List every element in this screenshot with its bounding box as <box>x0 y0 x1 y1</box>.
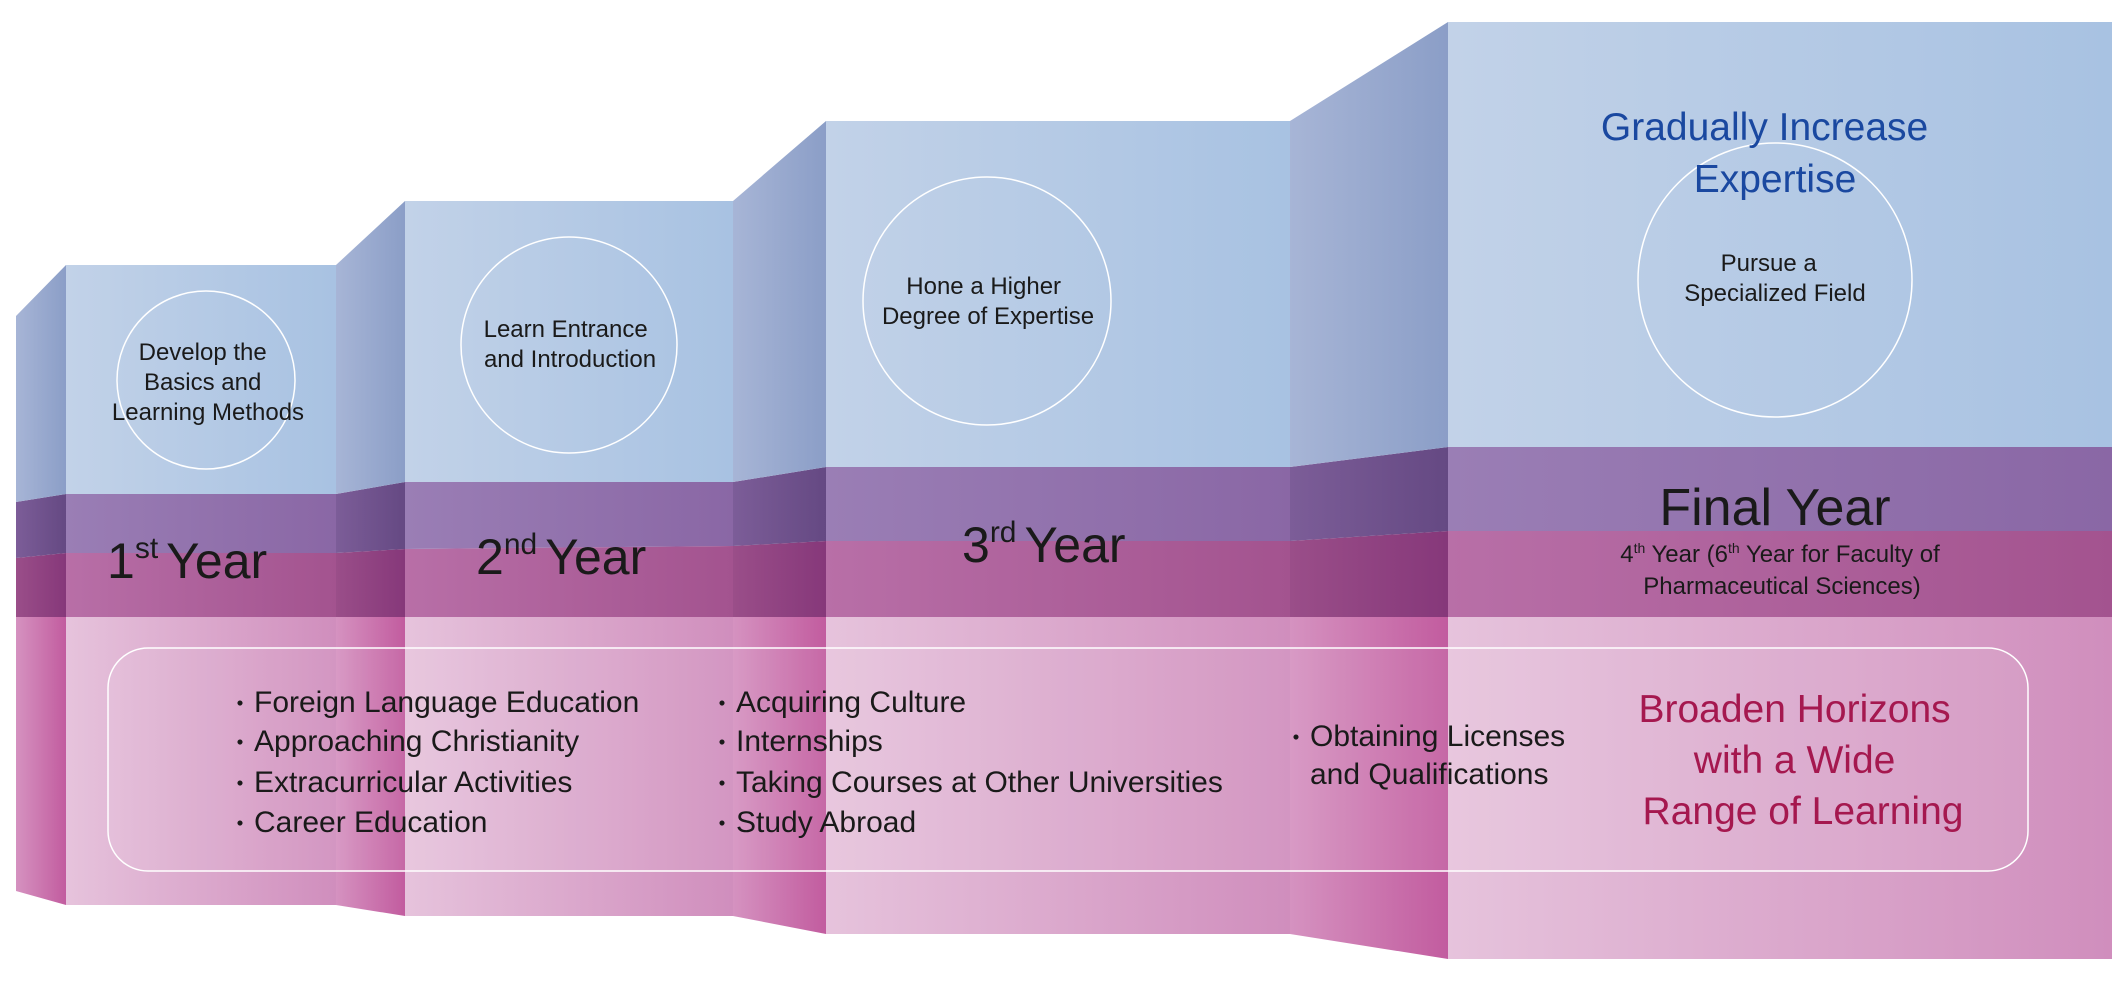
list-bullet: ・ <box>228 730 252 757</box>
magenta-side-1 <box>16 553 66 617</box>
goal-text-4: Pursue a Specialized Field <box>1684 250 1865 307</box>
list-item: Extracurricular Activities <box>254 766 572 799</box>
magenta-step-4 <box>1448 531 2112 617</box>
learning-list-2: ・ Acquiring Culture ・ Internships ・ Taki… <box>710 686 1223 839</box>
list-bullet: ・ <box>710 771 734 798</box>
purple-step-4 <box>1448 447 2112 531</box>
purple-side-4 <box>1290 447 1448 541</box>
list-item: Career Education <box>254 806 487 839</box>
magenta-step-1 <box>66 553 336 617</box>
goal-text-1: Develop the Basics and Learning Methods <box>112 339 304 426</box>
purple-step-1 <box>66 494 336 553</box>
purple-step-3 <box>826 467 1290 541</box>
magenta-band <box>16 531 2112 617</box>
list-item: Study Abroad <box>736 806 916 839</box>
list-item: and Qualifications <box>1310 758 1548 791</box>
list-bullet: ・ <box>228 771 252 798</box>
purple-side-3 <box>733 467 826 546</box>
list-bullet: ・ <box>710 730 734 757</box>
magenta-step-2 <box>405 546 733 617</box>
pink-side-1 <box>16 617 66 905</box>
list-bullet: ・ <box>228 691 252 718</box>
goal-text-3: Hone a Higher Degree of Expertise <box>882 273 1094 330</box>
expertise-heading: Gradually Increase Expertise <box>1601 106 1939 201</box>
magenta-step-3 <box>826 541 1290 617</box>
blue-side-4 <box>1290 22 1448 467</box>
final-year-note-line2: Pharmaceutical Sciences) <box>1643 573 1920 600</box>
purple-side-1 <box>16 494 66 558</box>
blue-step-4 <box>1448 22 2112 447</box>
goal-circle-4 <box>1637 142 1913 418</box>
goal-circle-1 <box>116 290 296 470</box>
pink-step-4 <box>1448 617 2112 959</box>
learning-band <box>16 617 2112 959</box>
learning-list-1: ・ Foreign Language Education ・ Approachi… <box>228 686 639 839</box>
magenta-side-4 <box>1290 531 1448 617</box>
expertise-band <box>16 22 2112 502</box>
purple-band <box>16 447 2112 558</box>
blue-side-1 <box>16 265 66 502</box>
list-bullet: ・ <box>228 811 252 838</box>
purple-step-2 <box>405 482 733 549</box>
list-item: Taking Courses at Other Universities <box>736 766 1223 799</box>
goal-circle-3 <box>862 176 1112 426</box>
purple-side-2 <box>336 482 405 553</box>
blue-step-3 <box>826 121 1290 467</box>
final-year-title: Final Year <box>1659 479 1890 537</box>
blue-step-2 <box>405 201 733 482</box>
blue-step-1 <box>66 265 336 494</box>
list-item: Acquiring Culture <box>736 686 966 719</box>
learning-frame <box>107 647 2029 872</box>
list-item: Obtaining Licenses <box>1310 720 1565 753</box>
pink-side-2 <box>336 617 405 916</box>
list-bullet: ・ <box>710 811 734 838</box>
list-item: Approaching Christianity <box>254 725 579 758</box>
goal-text-2: Learn Entrance and Introduction <box>484 316 656 373</box>
pink-step-2 <box>405 617 733 916</box>
pink-side-4 <box>1290 617 1448 959</box>
goal-circle-2 <box>460 236 678 454</box>
list-item: Internships <box>736 725 883 758</box>
magenta-side-3 <box>733 541 826 617</box>
blue-side-2 <box>336 201 405 494</box>
blue-side-3 <box>733 121 826 482</box>
pink-side-3 <box>733 617 826 934</box>
list-bullet: ・ <box>1284 725 1308 752</box>
learning-list-3: ・ Obtaining Licenses and Qualifications <box>1284 720 1565 791</box>
magenta-side-2 <box>336 549 405 617</box>
pink-step-3 <box>826 617 1290 934</box>
pink-step-1 <box>66 617 336 905</box>
list-item: Foreign Language Education <box>254 686 639 719</box>
final-year-note-line1: 4th Year (6th Year for Faculty of <box>1620 540 1940 568</box>
list-bullet: ・ <box>710 691 734 718</box>
horizons-heading: Broaden Horizons with a Wide Range of Le… <box>1638 688 1963 833</box>
